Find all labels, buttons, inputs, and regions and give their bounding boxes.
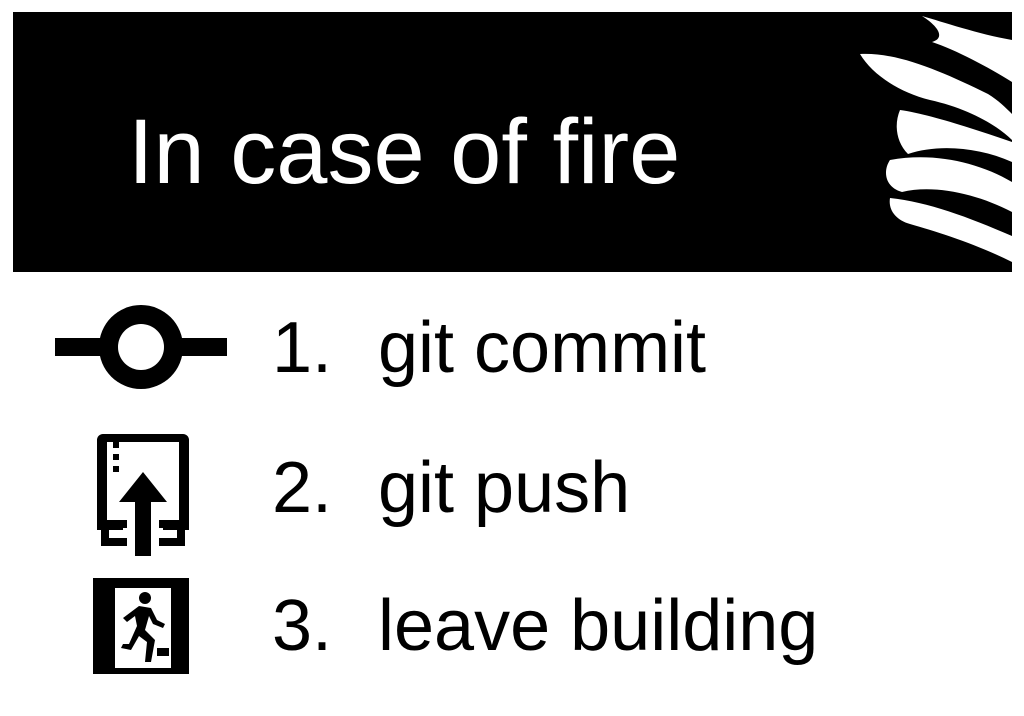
step-number: 2. <box>272 448 333 528</box>
step-number: 1. <box>272 308 333 388</box>
push-icon <box>97 434 189 556</box>
list-item-leave: 3. leave building <box>0 578 1024 708</box>
steps-list: 1. git commit 2. git push <box>0 290 1024 710</box>
list-item-commit: 1. git commit <box>0 290 1024 420</box>
step-number: 3. <box>272 586 333 666</box>
step-label: git push <box>378 448 631 528</box>
page-title: In case of fire <box>128 101 681 203</box>
flame-icon <box>860 16 1012 262</box>
title-banner: In case of fire <box>13 12 1012 272</box>
list-item-push: 2. git push <box>0 428 1024 558</box>
step-label: leave building <box>378 586 819 666</box>
commit-icon <box>55 305 227 389</box>
exit-icon <box>93 578 189 674</box>
step-label: git commit <box>378 308 707 388</box>
